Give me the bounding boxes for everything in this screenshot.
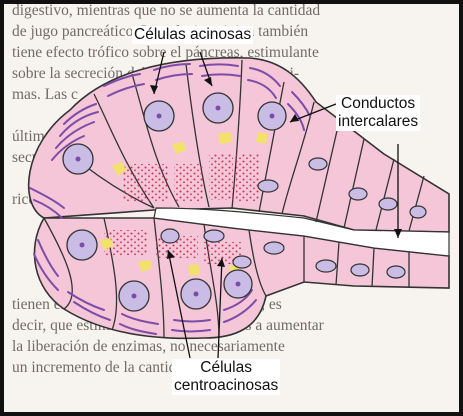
label-intercalated-ducts: Conductos intercalares (336, 95, 421, 131)
background-text-line: la liberación de enzimas, no necesariame… (12, 338, 285, 355)
label-centroacinar-line1: Células (200, 359, 252, 376)
background-text-line: mas. Las c (12, 86, 78, 103)
label-intercalated-ducts-line2: intercalares (338, 113, 419, 130)
lumen (153, 207, 450, 257)
label-acinar-cells: Células acinosas (132, 26, 254, 44)
label-centroacinar-cells: Células centroacinosas (172, 359, 281, 395)
background-text-line: tiene efecto trófico sobre el páncreas, … (12, 44, 319, 61)
nucleoli (75, 105, 275, 299)
pointer-arrowheads (150, 77, 402, 267)
label-intercalated-ducts-line1: Conductos (341, 95, 416, 112)
background-text-line: digestivo, mientras que no se aumenta la… (12, 2, 321, 19)
duct-nuclei (160, 157, 427, 279)
pancreatic-acinus-diagram (27, 51, 450, 359)
label-centroacinar-line2: centroacinosas (174, 377, 279, 394)
